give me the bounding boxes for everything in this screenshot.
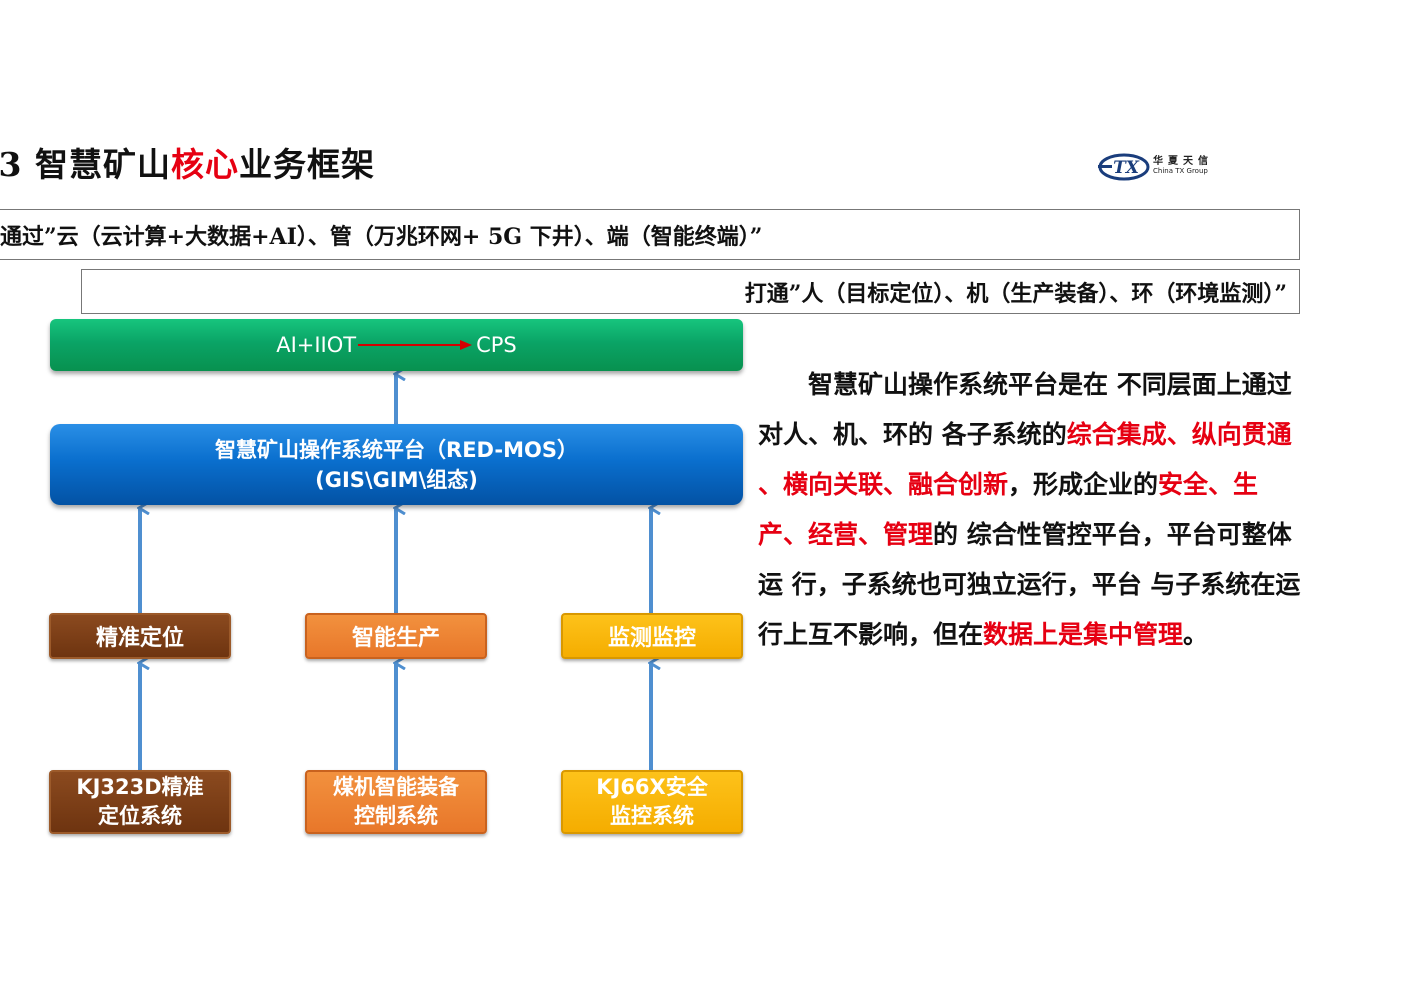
node-ai-iiot-cps: AI+IIOT CPS [50, 319, 743, 371]
description-segment: ，形成企业的 [1008, 470, 1159, 499]
tx-logo-icon: TX [1098, 153, 1150, 181]
node-kj66x-line-1: KJ66X安全 [596, 775, 708, 799]
node-red-mos-platform: 智慧矿山操作系统平台（RED-MOS） (GIS\GIM\组态) [50, 424, 743, 505]
node-kj66x-system: KJ66X安全 监控系统 [561, 770, 743, 834]
platform-line-1: 智慧矿山操作系统平台（RED-MOS） [215, 437, 578, 462]
red-right-arrow-icon [358, 340, 473, 350]
node-ai-iiot-label: AI+IIOT [276, 333, 357, 357]
node-kj66x-line-2: 监控系统 [610, 804, 694, 828]
description-highlight-data: 数据上是集中管理 [983, 620, 1184, 649]
description-segment: 智慧矿山操作系统平台是在 不同层面上通过对人、机、环的 各子系统的 [758, 370, 1292, 449]
logo-mark: TX [1113, 158, 1140, 178]
platform-description: 智慧矿山操作系统平台是在 不同层面上通过对人、机、环的 各子系统的综合集成、纵向… [758, 360, 1303, 660]
description-segment: 的 综合性管控平台，平台可整体运 行，子系统也可独立运行，平台 与子系统在运行上… [758, 520, 1301, 649]
page-title-prefix: .3 智慧矿山 [0, 145, 171, 184]
node-coal-machine-line-2: 控制系统 [354, 804, 438, 828]
node-precise-positioning-label: 精准定位 [95, 626, 184, 651]
node-kj323d-line-1: KJ323D精准 [76, 775, 204, 799]
statement-people-machine-env: 打通”人（目标定位）、机（生产装备）、环（环境监测）” [81, 269, 1300, 314]
description-highlight-integration: 综合集成、纵向贯通 、横向关联、融合创新 [758, 420, 1292, 499]
node-monitoring: 监测监控 [561, 613, 743, 659]
statement-1-text: 通过”云（云计算+大数据+AI）、管（万兆环网+ 5G 下井）、端（智能终端）” [0, 223, 763, 250]
description-segment: 。 [1183, 620, 1209, 649]
logo-chinese-name: 华夏天信 [1153, 156, 1213, 167]
logo-english-name: China TX Group [1153, 167, 1208, 175]
node-monitoring-label: 监测监控 [607, 626, 696, 651]
node-ai-iiot-cps-content: AI+IIOT CPS [276, 333, 517, 357]
platform-line-2: (GIS\GIM\组态) [315, 467, 478, 492]
node-precise-positioning: 精准定位 [49, 613, 231, 659]
page-title-suffix: 业务框架 [238, 145, 375, 184]
node-coal-machine-line-1: 煤机智能装备 [333, 775, 459, 799]
node-intelligent-production-label: 智能生产 [351, 626, 440, 651]
diagram-connectors [0, 300, 760, 770]
node-coal-machine-control-system: 煤机智能装备 控制系统 [305, 770, 487, 834]
node-cps-label: CPS [476, 333, 517, 357]
page-title-accent: 核心 [170, 145, 239, 184]
statement-2-text: 打通”人（目标定位）、机（生产装备）、环（环境监测）” [744, 280, 1287, 307]
node-kj323d-line-2: 定位系统 [98, 804, 182, 828]
page-title: .3 智慧矿山核心业务框架 [0, 138, 375, 186]
node-intelligent-production: 智能生产 [305, 613, 487, 659]
description-highlight-domains: 安全、生产、经营、管理 [758, 470, 1259, 549]
company-logo: TX 华夏天信 China TX Group [1098, 150, 1228, 184]
statement-cloud-pipe-terminal: 通过”云（云计算+大数据+AI）、管（万兆环网+ 5G 下井）、端（智能终端）” [0, 209, 1300, 260]
node-kj323d-system: KJ323D精准 定位系统 [49, 770, 231, 834]
